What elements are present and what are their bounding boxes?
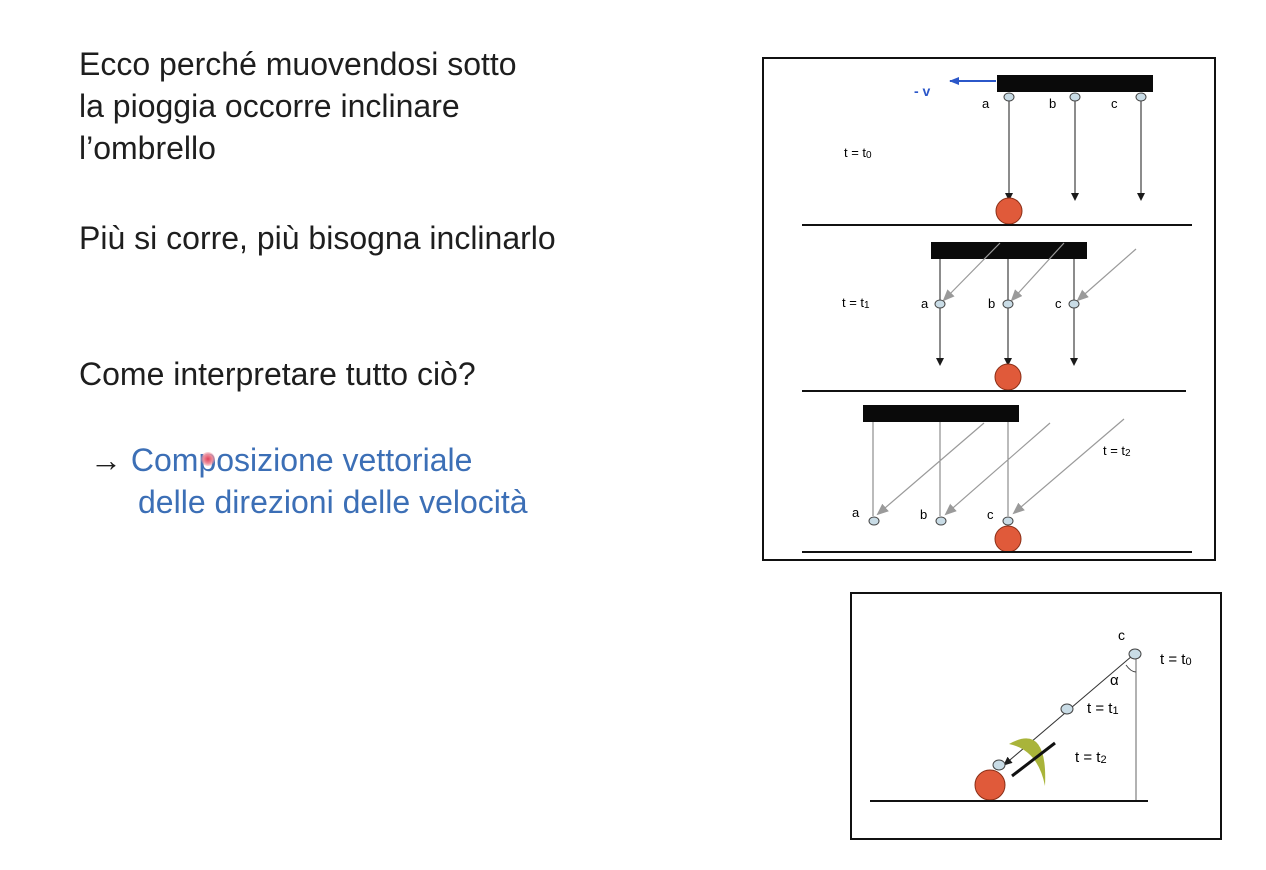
drop-label-c: c	[1055, 296, 1062, 311]
time-label-t2: t = t2	[1075, 749, 1107, 766]
drop-c	[1068, 299, 1080, 309]
angle-label: α	[1110, 672, 1119, 689]
drop-c-t1	[1060, 703, 1074, 715]
angle-arc	[1125, 664, 1137, 673]
drop-label-b: b	[988, 296, 995, 311]
drop-a	[934, 299, 946, 309]
drop-c	[1002, 516, 1014, 526]
ball	[994, 525, 1022, 553]
drop-label-a: a	[852, 505, 860, 520]
time-label-t1: t = t1	[1087, 700, 1119, 717]
drop-label-b: b	[920, 507, 927, 522]
velocity-label: - v	[914, 83, 931, 99]
ball	[974, 769, 1006, 801]
roof-bar	[863, 405, 1019, 422]
statement-text: Più si corre, più bisogna inclinarlo	[79, 220, 556, 256]
drop-b	[1069, 92, 1081, 102]
answer-line-1-text: Composizione vettoriale	[130, 442, 473, 478]
drop-label-a: a	[921, 296, 929, 311]
drop-b	[935, 516, 947, 526]
drop-c-t2	[992, 759, 1006, 771]
right-arrow-icon: →	[90, 442, 122, 478]
umbrella-canopy-icon	[1009, 738, 1046, 786]
drop-label-a: a	[982, 96, 990, 111]
rain-diagram-bottom: α c t = t0 t = t1 t = t2	[850, 592, 1222, 840]
drop-c	[1135, 92, 1147, 102]
panel-t1: a b c t = t1	[802, 242, 1186, 392]
diagram-frame	[850, 592, 1222, 840]
ball	[995, 197, 1023, 225]
drop-c-t0	[1128, 648, 1142, 660]
drop-a	[868, 516, 880, 526]
intro-line-1: Ecco perché muovendosi sotto	[79, 46, 517, 82]
answer-line-2: delle direzioni delle velocità	[138, 484, 528, 520]
panel-t0: - v a b c t = t0	[802, 75, 1192, 226]
drop-a	[1003, 92, 1015, 102]
time-label-t2: t = t2	[1103, 443, 1131, 459]
drop-label-c: c	[1111, 96, 1118, 111]
question-text: Come interpretare tutto ciò?	[79, 356, 476, 392]
time-label-t1: t = t1	[842, 295, 870, 311]
roof-bar	[931, 242, 1087, 259]
time-label-t0: t = t0	[1160, 651, 1192, 668]
intro-line-2: la pioggia occorre inclinare	[79, 88, 460, 124]
intro-line-3: l’ombrello	[79, 130, 216, 166]
roof-bar	[997, 75, 1153, 92]
rain-diagram-top: - v a b c t = t0 a b c t = t1	[762, 57, 1216, 561]
drop-label-c: c	[987, 507, 994, 522]
drop-label-b: b	[1049, 96, 1056, 111]
cursor-pointer	[201, 452, 215, 466]
time-label-t0: t = t0	[844, 145, 872, 161]
panel-t2: a b c t = t2	[802, 405, 1192, 553]
drop-b	[1002, 299, 1014, 309]
answer-line-1: → Composizione vettoriale	[90, 440, 472, 480]
ball	[994, 363, 1022, 391]
umbrella-handle-icon	[1011, 741, 1056, 778]
drop-label-c: c	[1118, 627, 1125, 643]
